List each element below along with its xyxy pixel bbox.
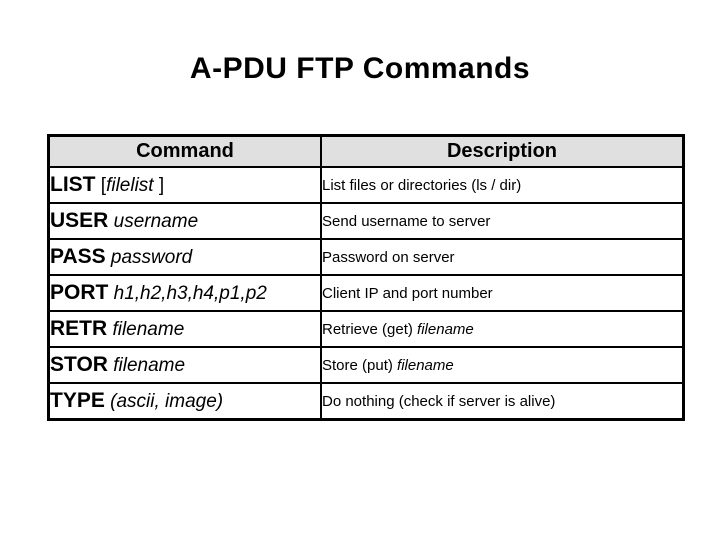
table-row: PASS password Password on server (47, 238, 685, 276)
command-cell: STOR filename (47, 346, 322, 384)
command-column-header: Command (47, 134, 322, 168)
description-text: Retrieve (get) (322, 320, 418, 338)
command-keyword: PASS (50, 245, 106, 268)
command-arg-suffix: ] (153, 175, 165, 196)
command-keyword: USER (50, 209, 109, 232)
table-row: TYPE (ascii, image) Do nothing (check if… (47, 382, 685, 421)
description-italic-text: filename (397, 356, 454, 374)
description-text: Send username to server (322, 212, 491, 230)
command-keyword: RETR (50, 317, 108, 340)
command-cell: PASS password (47, 238, 322, 276)
description-text: Store (put) (322, 356, 398, 374)
page-title: A-PDU FTP Commands (189, 52, 531, 85)
command-keyword: STOR (50, 353, 108, 376)
command-keyword: LIST (50, 173, 96, 196)
command-argument: filename (112, 319, 185, 340)
command-argument: password (110, 247, 193, 268)
table-row: RETR filename Retrieve (get) filename (47, 310, 685, 348)
command-cell: TYPE (ascii, image) (47, 382, 322, 421)
description-cell: Client IP and port number (320, 274, 685, 312)
description-text: Password on server (322, 248, 455, 266)
command-cell: RETR filename (47, 310, 322, 348)
table-row: STOR filename Store (put) filename (47, 346, 685, 384)
description-text: Do nothing (check if server is alive) (322, 392, 556, 410)
table-header-row: Command Description (47, 134, 685, 168)
description-text: List files or directories (ls / dir) (322, 176, 522, 194)
command-argument: (ascii, image) (110, 391, 224, 412)
command-cell: USER username (47, 202, 322, 240)
description-cell: Retrieve (get) filename (320, 310, 685, 348)
command-arg-prefix: [ (95, 175, 107, 196)
command-argument: h1,h2,h3,h4,p1,p2 (113, 283, 267, 304)
ftp-commands-table: Command Description LIST [filelist ] Lis… (47, 134, 685, 421)
command-argument: filelist (106, 175, 154, 196)
description-cell: Do nothing (check if server is alive) (320, 382, 685, 421)
description-cell: List files or directories (ls / dir) (320, 166, 685, 204)
command-cell: PORT h1,h2,h3,h4,p1,p2 (47, 274, 322, 312)
description-column-header: Description (320, 134, 685, 168)
description-text: Client IP and port number (322, 284, 493, 302)
command-argument: username (113, 211, 199, 232)
description-cell: Password on server (320, 238, 685, 276)
table-row: LIST [filelist ] List files or directori… (47, 166, 685, 204)
command-cell: LIST [filelist ] (47, 166, 322, 204)
command-argument: filename (113, 355, 186, 376)
command-keyword: TYPE (50, 389, 105, 412)
description-cell: Send username to server (320, 202, 685, 240)
table-row: USER username Send username to server (47, 202, 685, 240)
table-row: PORT h1,h2,h3,h4,p1,p2 Client IP and por… (47, 274, 685, 312)
description-cell: Store (put) filename (320, 346, 685, 384)
description-italic-text: filename (417, 320, 474, 338)
command-keyword: PORT (50, 281, 109, 304)
